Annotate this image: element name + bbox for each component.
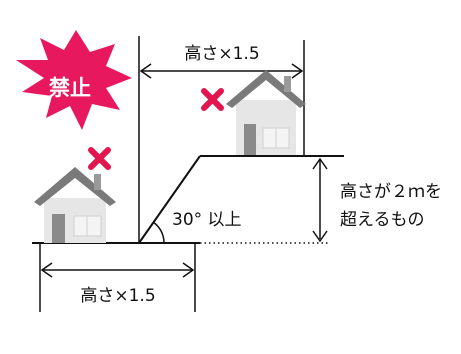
angle-arc bbox=[152, 221, 165, 244]
house-top bbox=[226, 70, 306, 155]
house-bottom bbox=[34, 167, 116, 243]
badge-label: 禁止 bbox=[49, 76, 91, 100]
forbidden-badge: 禁止 bbox=[16, 30, 132, 130]
height-dim-arrowhead-bottom bbox=[312, 230, 328, 243]
bottom-distance-label: 高さ×1.5 bbox=[80, 286, 155, 306]
angle-label: 30° 以上 bbox=[172, 210, 242, 230]
house-top-chimney bbox=[284, 76, 291, 92]
top-distance-label: 高さ×1.5 bbox=[184, 44, 259, 64]
top-dim-arrowhead-left bbox=[139, 63, 152, 79]
height-label-line2: 超えるもの bbox=[340, 210, 425, 230]
cross-mark-top-icon bbox=[201, 88, 224, 111]
house-bottom-roof bbox=[34, 167, 116, 206]
house-top-roof bbox=[226, 70, 306, 108]
cross-mark-bottom-icon bbox=[88, 147, 111, 170]
house-top-door bbox=[244, 124, 256, 155]
top-dim-arrowhead-right bbox=[291, 63, 304, 79]
house-bottom-chimney bbox=[94, 174, 101, 190]
starburst-shape bbox=[16, 30, 132, 130]
bottom-dim-arrowhead-left bbox=[40, 262, 53, 278]
height-label-line1: 高さが２ｍを bbox=[340, 182, 442, 202]
bottom-dim-arrowhead-right bbox=[182, 262, 195, 278]
height-dim-arrowhead-top bbox=[312, 157, 328, 170]
house-bottom-door bbox=[52, 214, 65, 243]
slope-line bbox=[138, 155, 201, 244]
